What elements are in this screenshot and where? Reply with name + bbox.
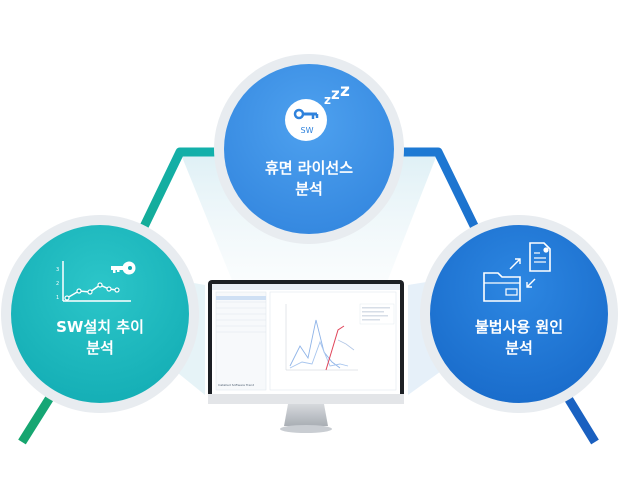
illegal-use-cause-subtitle: 분석: [505, 339, 533, 357]
sw-badge-text: SW: [300, 126, 314, 135]
sw-install-trend-label: SW설치 추이 분석: [11, 317, 189, 359]
folder-document-exchange-icon: [483, 242, 551, 302]
monitor-illustration: [208, 280, 404, 433]
svg-text:3: 3: [56, 267, 59, 273]
dormant-license-label: 휴면 라이선스 분석: [224, 158, 394, 200]
sw-install-trend-subtitle: 분석: [86, 339, 114, 357]
svg-text:z: z: [340, 86, 350, 101]
svg-text:z: z: [331, 86, 340, 103]
svg-text:1: 1: [56, 295, 59, 301]
illegal-use-cause-label: 불법사용 원인 분석: [430, 317, 608, 359]
sw-install-trend-node: 3 2 1 SW설치 추이 분석: [11, 225, 189, 403]
sleeping-key-icon: z z z: [285, 86, 350, 141]
sw-install-trend-title: SW설치 추이: [56, 318, 144, 336]
trend-chart-key-icon: 3 2 1: [56, 261, 136, 302]
svg-text:z: z: [324, 93, 331, 107]
svg-text:2: 2: [56, 281, 59, 287]
monitor-screen-caption: Installed Software Trend: [218, 383, 255, 387]
dormant-license-title: 휴면 라이선스: [264, 159, 354, 177]
dormant-license-subtitle: 분석: [295, 180, 323, 198]
illegal-use-cause-title: 불법사용 원인: [474, 318, 564, 336]
dormant-license-node: z z z SW 휴면 라이선스 분석: [224, 64, 394, 234]
monitor-icon: Installed Software Trend: [208, 280, 404, 436]
illegal-use-cause-node: 불법사용 원인 분석: [430, 225, 608, 403]
